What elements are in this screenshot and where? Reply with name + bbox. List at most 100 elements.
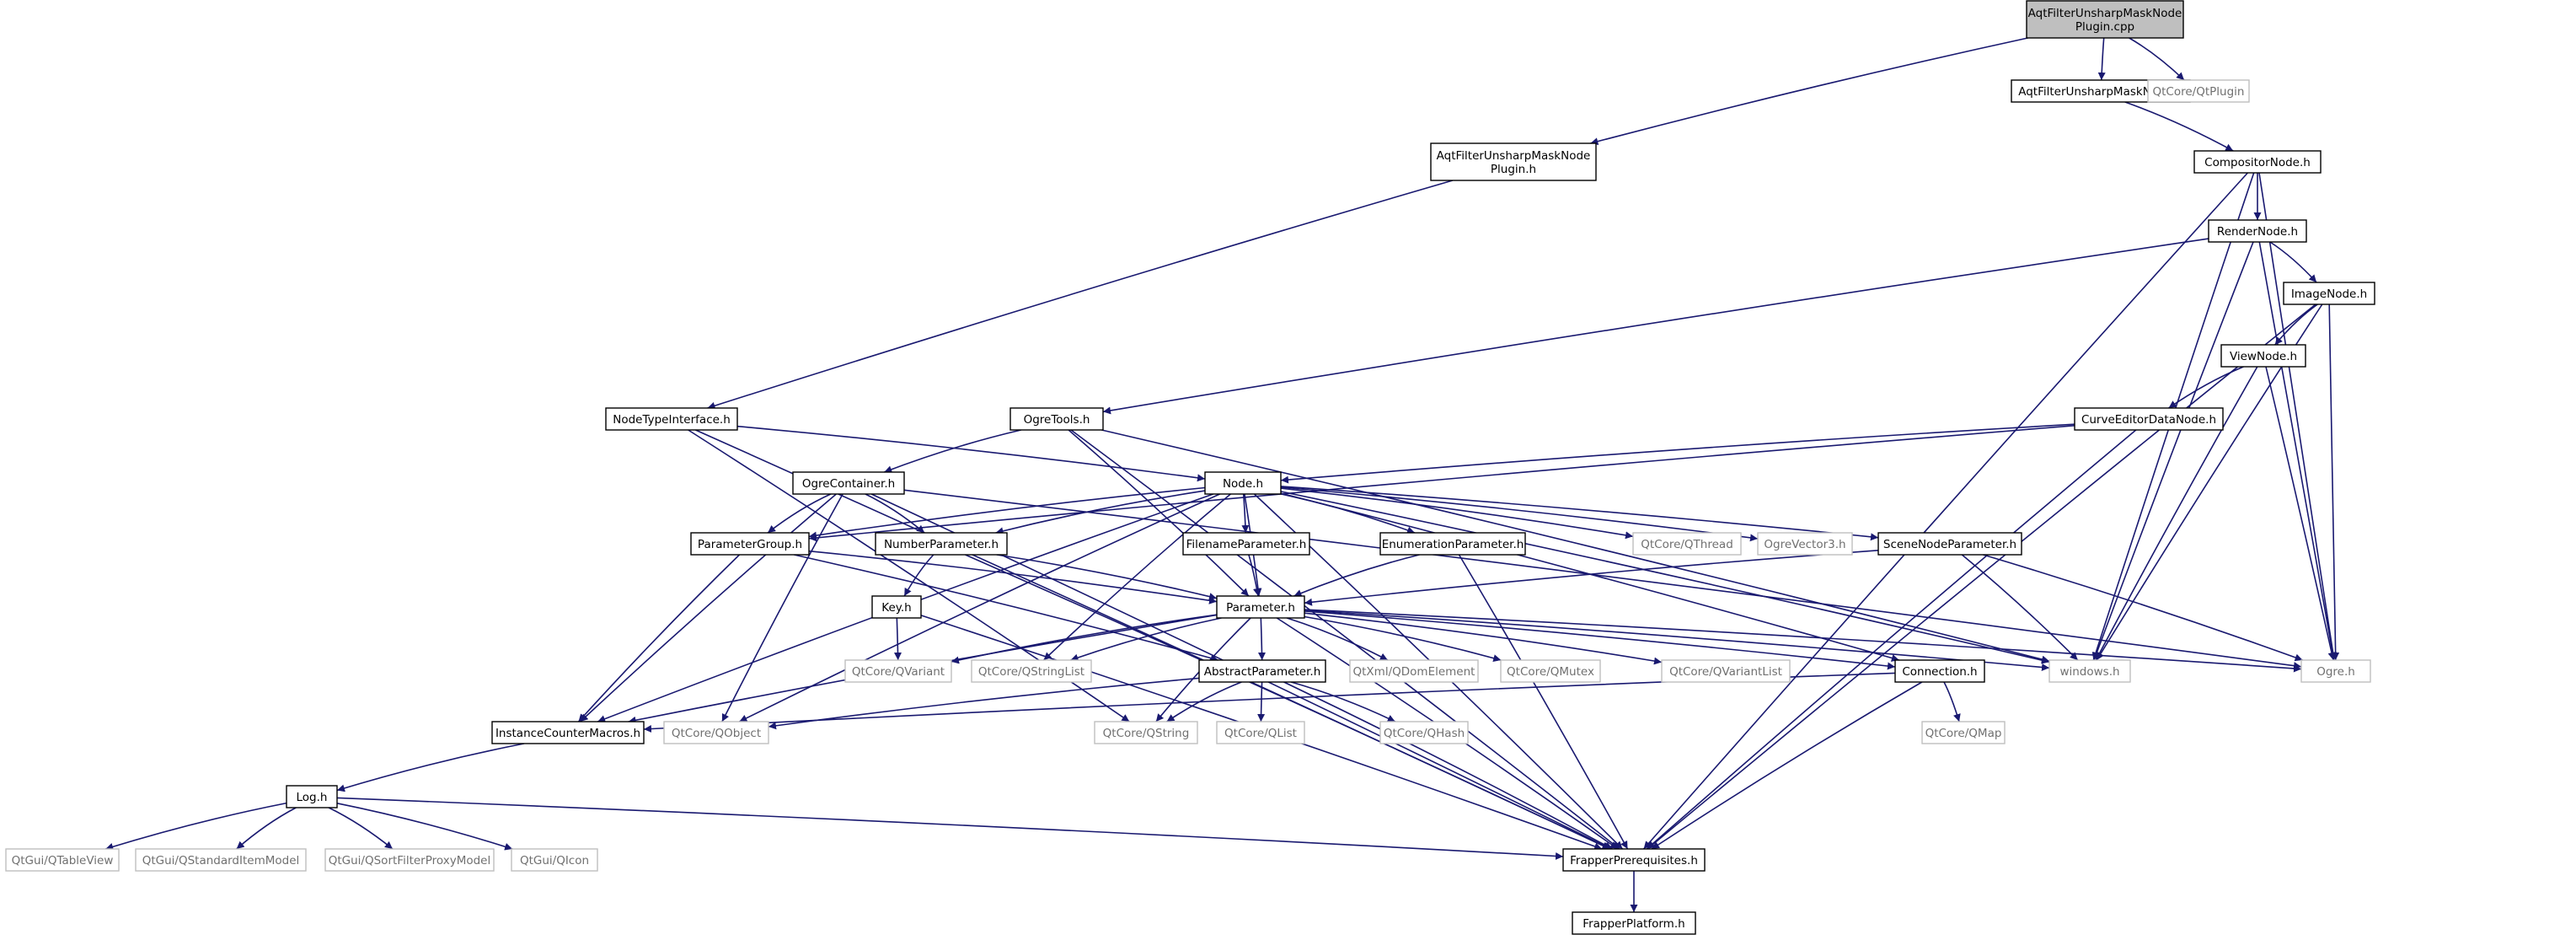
node-qsortproxy: QtGui/QSortFilterProxyModel <box>324 848 495 872</box>
node-key[interactable]: Key.h <box>871 595 922 619</box>
node-box-abstractParam <box>1198 659 1326 683</box>
edge-node-to-qthread <box>1280 487 1634 540</box>
node-qlist: QtCore/QList <box>1216 721 1305 744</box>
node-ogre: Ogre.h <box>2300 659 2371 683</box>
node-ogreContainer[interactable]: OgreContainer.h <box>792 471 905 495</box>
node-box-pluginH <box>1430 142 1597 181</box>
edge-view-to-ogre <box>2265 366 2336 661</box>
edge-ogreContainer-to-ogre <box>903 489 2302 670</box>
node-box-log <box>286 785 338 808</box>
node-box-compositor <box>2193 150 2322 174</box>
edge-enumParam-to-parameter <box>1293 554 1420 597</box>
node-windows: windows.h <box>2048 659 2131 683</box>
edge-render-to-ogre <box>2258 241 2337 661</box>
node-sceneNodeParam[interactable]: SceneNodeParameter.h <box>1877 532 2022 556</box>
node-label-compositor: CompositorNode.h <box>2204 156 2311 169</box>
node-box-ogre <box>2300 659 2371 683</box>
edge-connection-to-qmap <box>1943 681 1961 722</box>
edge-ogreContainer-to-qobject <box>721 493 843 722</box>
node-connection[interactable]: Connection.h <box>1894 659 1985 683</box>
edge-abstractParam-to-qstring <box>1166 681 1242 722</box>
node-box-qhash <box>1379 721 1469 744</box>
node-box-qmutex <box>1500 659 1601 683</box>
node-label-qvariantlist: QtCore/QVariantList <box>1669 665 1782 679</box>
node-label-qvariant: QtCore/QVariant <box>852 665 945 679</box>
edge-ogreContainer-to-numberParam <box>865 493 925 534</box>
node-instanceCounter[interactable]: InstanceCounterMacros.h <box>491 721 645 744</box>
edge-node-to-filenameParam <box>1241 493 1250 534</box>
node-ogreTools[interactable]: OgreTools.h <box>1010 407 1104 431</box>
node-box-node <box>1204 471 1282 495</box>
node-render[interactable]: RenderNode.h <box>2208 219 2307 243</box>
edge-image-to-ogre <box>2328 303 2340 661</box>
edge-node-to-paramGroup <box>808 486 1206 540</box>
edge-image-to-frapperPrereq <box>1647 303 2316 850</box>
node-box-qmap <box>1921 721 2006 744</box>
node-label-qthread: QtCore/QThread <box>1641 538 1733 551</box>
node-label-qsortproxy: QtGui/QSortFilterProxyModel <box>329 854 490 867</box>
edge-enumParam-to-frapperPrereq <box>1458 554 1629 850</box>
edge-parameter-to-ogre <box>1304 609 2302 673</box>
node-qmap: QtCore/QMap <box>1921 721 2006 744</box>
node-box-qdomelement <box>1349 659 1479 683</box>
node-label-node: Node.h <box>1223 477 1263 491</box>
node-view[interactable]: ViewNode.h <box>2220 344 2306 368</box>
edge-image-to-view <box>2274 303 2318 346</box>
edge-parameter-to-qmutex <box>1304 615 1502 662</box>
node-log[interactable]: Log.h <box>286 785 338 808</box>
node-label-windows: windows.h <box>2059 665 2119 679</box>
node-qmutex: QtCore/QMutex <box>1500 659 1601 683</box>
node-label-nodeType: NodeTypeInterface.h <box>613 413 731 427</box>
edge-root-to-pluginH <box>1590 37 2028 146</box>
node-abstractParam[interactable]: AbstractParameter.h <box>1198 659 1326 683</box>
node-box-render <box>2208 219 2307 243</box>
edge-ogreTools-to-ogreContainer <box>884 429 1021 473</box>
node-label-filenameParam: FilenameParameter.h <box>1186 538 1307 551</box>
edge-view-to-curveEditor <box>2168 366 2244 409</box>
edge-node-to-windows <box>1280 491 2050 664</box>
node-box-qobject <box>663 721 769 744</box>
node-label-paramGroup: ParameterGroup.h <box>698 538 802 551</box>
node-box-nodeType <box>605 407 738 431</box>
edge-log-to-qsortproxy <box>328 807 394 850</box>
edge-numberParam-to-key <box>903 554 935 597</box>
node-box-qvariantlist <box>1661 659 1791 683</box>
node-qstringlist: QtCore/QStringList <box>971 659 1092 683</box>
node-box-qstdmodel <box>135 848 307 872</box>
node-box-qicon <box>511 848 598 872</box>
edge-connection-to-frapperPrereq <box>1651 681 1923 850</box>
node-frapperPlatform[interactable]: FrapperPlatform.h <box>1572 911 1696 935</box>
node-qstring: QtCore/QString <box>1094 721 1198 744</box>
node-parameter[interactable]: Parameter.h <box>1216 595 1305 619</box>
node-nodeType[interactable]: NodeTypeInterface.h <box>605 407 738 431</box>
edge-aufNodeH-to-compositor <box>2124 101 2234 152</box>
node-label-aufNodeH: AqtFilterUnsharpMaskNode.h <box>2018 85 2183 99</box>
node-frapperPrereq[interactable]: FrapperPrerequisites.h <box>1562 848 1706 872</box>
node-label-numberParam: NumberParameter.h <box>884 538 999 551</box>
edge-curveEditor-to-node <box>1280 423 2075 484</box>
node-box-ogreVector3 <box>1757 532 1853 556</box>
node-box-ogreContainer <box>792 471 905 495</box>
node-enumParam[interactable]: EnumerationParameter.h <box>1379 532 1526 556</box>
node-compositor[interactable]: CompositorNode.h <box>2193 150 2322 174</box>
node-numberParam[interactable]: NumberParameter.h <box>875 532 1008 556</box>
node-node[interactable]: Node.h <box>1204 471 1282 495</box>
node-image[interactable]: ImageNode.h <box>2283 282 2375 305</box>
edge-pluginH-to-nodeType <box>707 180 1454 410</box>
node-filenameParam[interactable]: FilenameParameter.h <box>1182 532 1310 556</box>
node-label-view: ViewNode.h <box>2230 350 2297 363</box>
node-label-qlist: QtCore/QList <box>1224 727 1297 740</box>
node-curveEditor[interactable]: CurveEditorDataNode.h <box>2074 407 2224 431</box>
node-paramGroup[interactable]: ParameterGroup.h <box>690 532 810 556</box>
node-qtableview: QtGui/QTableView <box>5 848 120 872</box>
node-label-frapperPlatform: FrapperPlatform.h <box>1583 917 1684 931</box>
node-box-qthread <box>1632 532 1742 556</box>
node-label-instanceCounter: InstanceCounterMacros.h <box>495 727 640 740</box>
node-label-qdomelement: QtXml/QDomElement <box>1353 665 1475 679</box>
node-label-frapperPrereq: FrapperPrerequisites.h <box>1570 854 1698 867</box>
node-qvariant: QtCore/QVariant <box>844 659 952 683</box>
node-qobject: QtCore/QObject <box>663 721 769 744</box>
edge-root-to-aufNodeH <box>2097 37 2106 81</box>
